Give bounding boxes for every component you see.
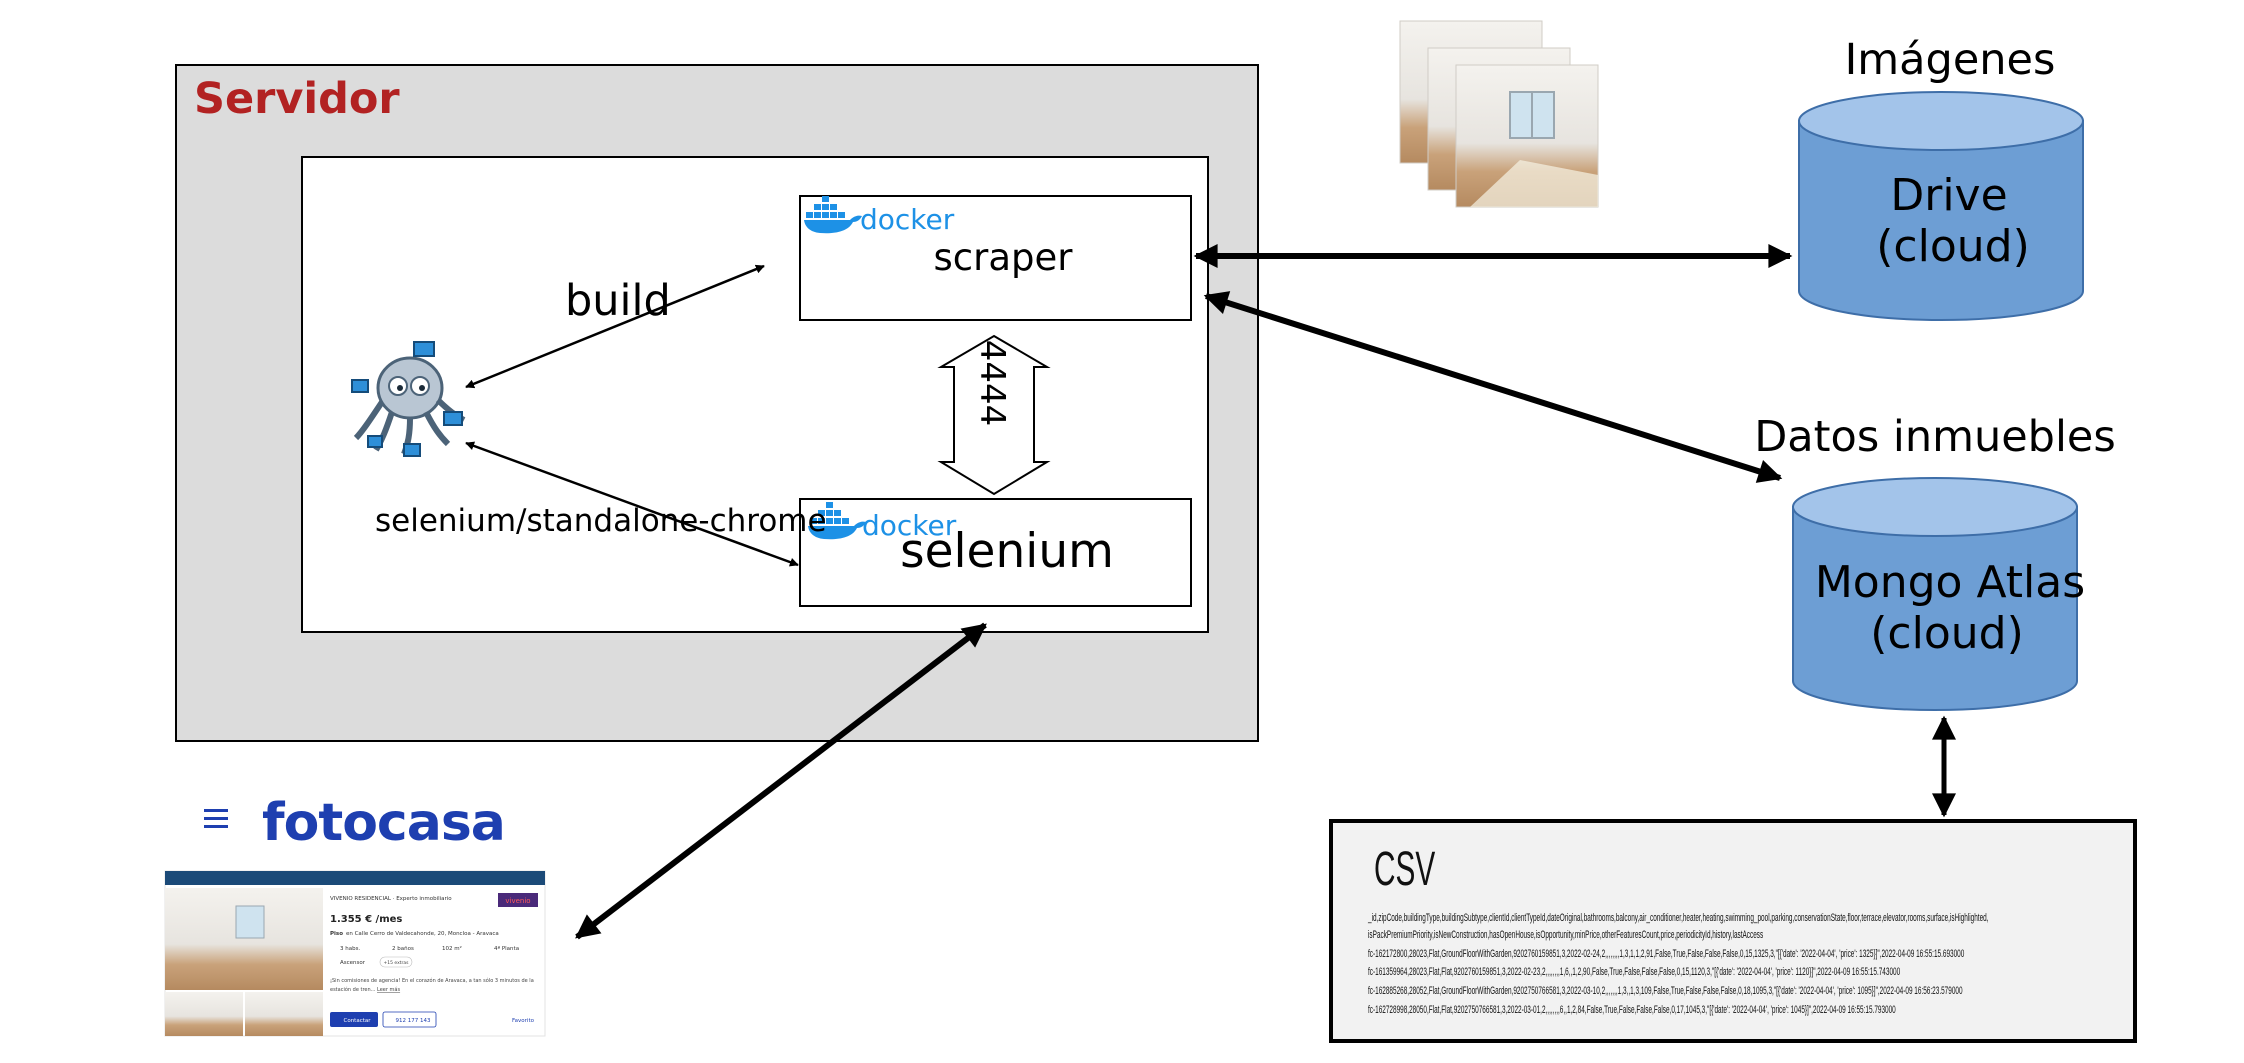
docker-whale-icon [804, 196, 862, 234]
images-heading: Imágenes [1845, 35, 2056, 85]
mongo-line2: (cloud) [1870, 608, 2023, 659]
port-label: 4444 [972, 340, 1012, 427]
listing-address-type: Piso [330, 931, 343, 937]
listing-photo-thumb [165, 992, 243, 1036]
scraper-mongo-arrow [1203, 291, 1783, 483]
favorite-button[interactable]: Favorito [512, 1018, 535, 1024]
listing-address-text: en Calle Cerro de Valdecahonde, 20, Monc… [346, 931, 499, 937]
csv-lines: _id,zipCode,buildingType,buildingSubtype… [1367, 911, 1988, 1015]
feature-floor: 4ª Planta [494, 945, 519, 952]
csv-line: isPackPremiumPriority,isNewConstruction,… [1368, 928, 1763, 940]
selenium-image-edge: selenium/standalone-chrome [375, 441, 827, 567]
fotocasa-logo: fotocasa [204, 793, 506, 853]
listing-agency: VIVENIO RESIDENCIAL · Experto inmobiliar… [330, 896, 452, 902]
listing-desc-2: estación de tren... Leer más [330, 986, 400, 993]
listing-price: 1.355 € /mes [330, 914, 402, 925]
selenium-image-label: selenium/standalone-chrome [375, 503, 827, 539]
build-label: build [565, 276, 671, 326]
read-more-link[interactable]: Leer más [377, 986, 400, 993]
listing-photo-thumb [245, 992, 323, 1036]
extras-badge: +15 extras [384, 960, 410, 966]
selenium-container: docker selenium [799, 498, 1192, 607]
contact-button-label: Contactar [343, 1018, 371, 1024]
agency-badge [498, 893, 538, 907]
contact-button[interactable] [330, 1012, 378, 1027]
agency-badge-label: vivenio [505, 897, 530, 905]
listing-desc-2-text: estación de tren... [330, 986, 377, 993]
drive-line2: (cloud) [1876, 221, 2029, 272]
feature-surface: 102 m² [442, 945, 462, 952]
selenium-docker-wordmark: docker [862, 509, 957, 542]
listing-header-strip [165, 871, 545, 885]
drive-line1: Drive [1890, 170, 2007, 221]
hamburger-menu-icon [204, 809, 228, 828]
scraper-docker-wordmark: docker [860, 203, 955, 236]
room-photos-icon [1399, 20, 1599, 208]
drive-cylinder: Imágenes Drive (cloud) [1798, 35, 2084, 321]
docker-compose-octopus-icon [351, 341, 466, 457]
phone-button-label: 912 177 143 [396, 1018, 431, 1024]
selenium-fotocasa-arrow [575, 622, 987, 940]
feature-rooms: 3 habs. [340, 946, 360, 952]
fotocasa-wordmark: fotocasa [262, 793, 505, 853]
scraper-container: docker scraper [799, 195, 1192, 321]
mongo-cylinder: Datos inmuebles Mongo Atlas (cloud) [1754, 412, 2116, 711]
feature-baths: 2 baños [392, 946, 414, 952]
listing-desc-1: ¡Sin comisiones de agencia! En el corazó… [330, 977, 534, 984]
docker-whale-icon [808, 502, 866, 540]
mongo-line1: Mongo Atlas [1815, 557, 2085, 608]
data-heading: Datos inmuebles [1754, 412, 2116, 462]
csv-line: fc-161359964,28023,Flat,Flat,92027601598… [1368, 965, 1900, 977]
port-4444-arrow: 4444 [937, 334, 1051, 496]
csv-line: fc-162728998,28050,Flat,Flat,92027507665… [1368, 1003, 1896, 1015]
csv-title: CSV [1374, 843, 1435, 896]
fotocasa-listing-card: VIVENIO RESIDENCIAL · Experto inmobiliar… [164, 870, 546, 1037]
server-box: Servidor [175, 64, 1259, 742]
listing-photo-main [165, 888, 323, 990]
csv-line: fc-162885268,28052,Flat,GroundFloorWithG… [1368, 984, 1963, 996]
scraper-label: scraper [934, 236, 1074, 279]
selenium-label: selenium [900, 524, 1114, 579]
build-edge: build [465, 264, 765, 389]
feature-extra: Ascensor [340, 960, 366, 966]
phone-button[interactable] [382, 1011, 437, 1028]
csv-line: fc-162172800,28023,Flat,GroundFloorWithG… [1368, 947, 1964, 959]
csv-panel: CSV _id,zipCode,buildingType,buildingSub… [1329, 819, 2137, 1043]
csv-line: _id,zipCode,buildingType,buildingSubtype… [1367, 911, 1988, 923]
server-title: Servidor [194, 74, 400, 124]
